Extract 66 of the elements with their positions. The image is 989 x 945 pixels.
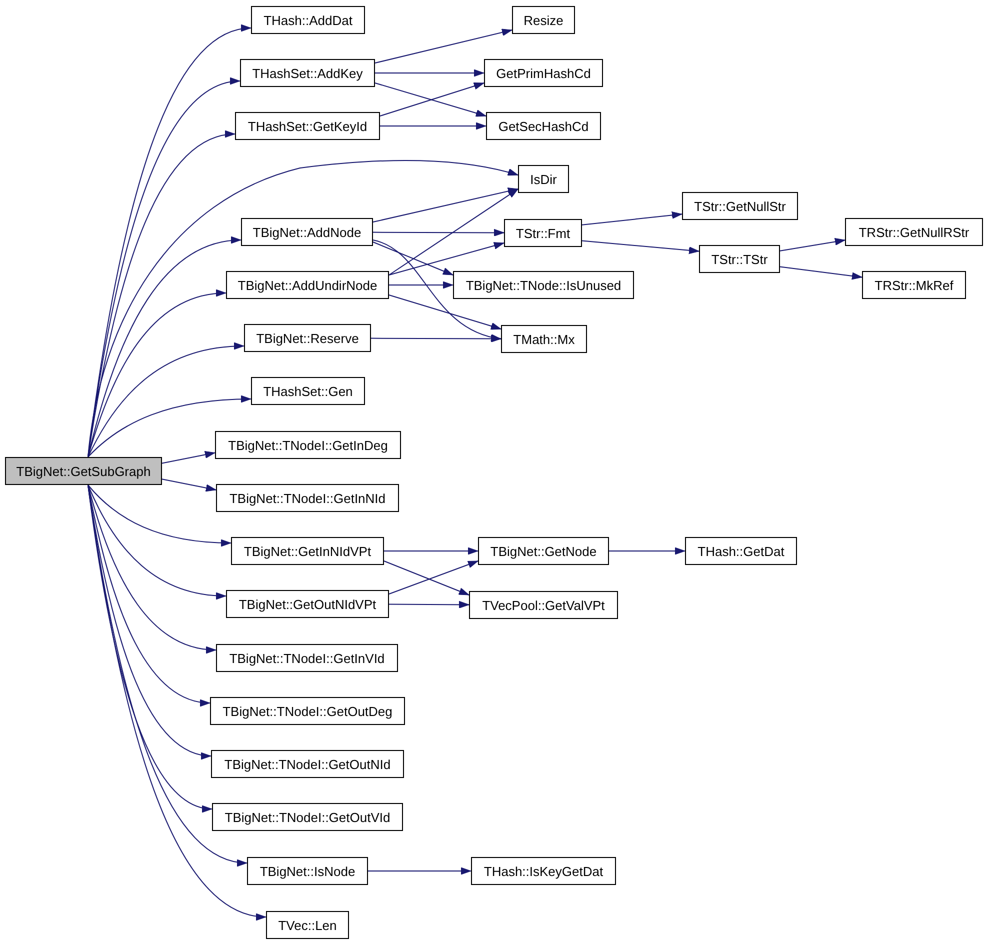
call-arrow — [582, 240, 700, 254]
call-arrow — [88, 484, 266, 920]
function-box: Resize — [512, 6, 575, 34]
function-box: GetPrimHashCd — [484, 59, 603, 87]
call-arrow — [162, 478, 216, 492]
call-arrow — [88, 484, 226, 600]
function-box: THash::AddDat — [251, 6, 365, 34]
function-box: TStr::GetNullStr — [682, 192, 798, 220]
call-arrow — [370, 334, 502, 342]
call-arrow — [780, 238, 846, 252]
call-arrow — [388, 242, 504, 276]
function-box: TVecPool::GetValVPt — [469, 591, 618, 619]
call-arrow — [88, 484, 216, 653]
function-box: THash::IsKeyGetDat — [471, 857, 616, 885]
function-box: TBigNet::Reserve — [244, 324, 371, 352]
function-box: THashSet::Gen — [251, 377, 365, 405]
call-arrow — [88, 396, 252, 458]
function-box: TRStr::MkRef — [862, 271, 966, 299]
function-box: IsDir — [518, 165, 569, 193]
function-box: THash::GetDat — [685, 537, 797, 565]
function-box: TBigNet::TNode::IsUnused — [453, 271, 634, 299]
function-box: TBigNet::TNodeI::GetOutVId — [212, 803, 403, 831]
call-arrow — [88, 160, 518, 458]
call-arrow — [372, 188, 518, 222]
function-box: THashSet::AddKey — [240, 59, 375, 87]
function-box: TBigNet::IsNode — [247, 857, 368, 885]
function-box: TBigNet::TNodeI::GetOutNId — [211, 750, 404, 778]
call-arrow — [582, 211, 682, 226]
call-arrow — [372, 240, 502, 340]
call-arrow — [388, 600, 470, 608]
call-arrow — [384, 560, 470, 596]
function-box: THashSet::GetKeyId — [235, 112, 380, 140]
call-arrow — [374, 28, 512, 64]
call-arrow — [608, 547, 686, 555]
call-arrow — [384, 547, 478, 555]
call-arrow — [372, 228, 504, 236]
function-box: TBigNet::GetOutNIdVPt — [226, 590, 389, 618]
function-box: TStr::TStr — [699, 245, 780, 273]
function-box: TMath::Mx — [501, 325, 587, 353]
call-arrow — [388, 281, 454, 289]
call-arrow — [380, 122, 486, 130]
function-box: GetSecHashCd — [486, 112, 601, 140]
function-box: TBigNet::TNodeI::GetInDeg — [215, 431, 401, 459]
function-box: TBigNet::TNodeI::GetInVId — [216, 644, 398, 672]
function-box: TBigNet::AddNode — [241, 218, 373, 246]
call-arrow — [88, 237, 242, 458]
call-arrow — [88, 484, 212, 758]
function-box: TBigNet::TNodeI::GetOutDeg — [210, 697, 405, 725]
call-arrow — [388, 188, 518, 276]
call-arrow — [88, 484, 232, 546]
function-box: TBigNet::AddUndirNode — [226, 271, 389, 299]
call-arrow — [374, 69, 484, 77]
function-box: TBigNet::GetInNIdVPt — [231, 537, 384, 565]
function-box: TBigNet::TNodeI::GetInNId — [216, 484, 399, 512]
call-arrow — [368, 867, 472, 875]
function-box: TRStr::GetNullRStr — [845, 218, 983, 246]
function-box: TBigNet::GetNode — [478, 537, 609, 565]
call-arrow — [162, 451, 216, 464]
call-arrow — [388, 294, 502, 330]
call-arrow — [372, 242, 454, 276]
call-arrow — [388, 560, 478, 594]
highlighted-function-box: TBigNet::GetSubGraph — [5, 457, 162, 485]
call-arrow — [780, 266, 862, 280]
function-box: TStr::Fmt — [504, 219, 582, 247]
function-box: TVec::Len — [266, 911, 349, 939]
call-arrow — [88, 342, 244, 458]
